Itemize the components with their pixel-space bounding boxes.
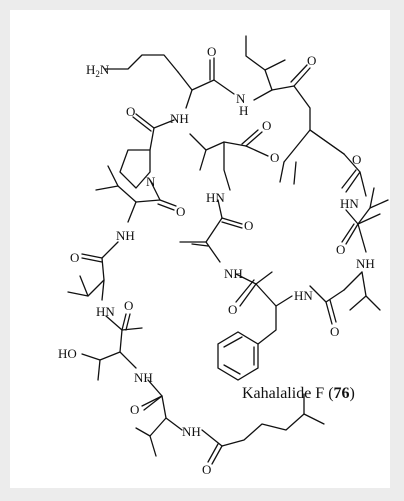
label-o-ester: O — [270, 150, 279, 165]
label-nh-val4: NH — [356, 256, 375, 271]
label-hn-ile2: HN — [340, 196, 359, 211]
compound-caption: Kahalalide F (76) — [242, 385, 355, 402]
kahalalide-f-structure: H2N O N H O NH O N O NH O HN O HO NH O N… — [58, 35, 389, 477]
phenyl-ring — [217, 331, 259, 381]
label-o-thr: O — [130, 402, 139, 417]
label-nh-val1: NH — [116, 228, 135, 243]
label-hn-phe: HN — [294, 288, 313, 303]
label-n-pro: N — [146, 174, 156, 189]
label-o-pro-carbonyl: O — [126, 104, 135, 119]
figure-panel: H2N O N H O NH O N O NH O HN O HO NH O N… — [10, 10, 390, 488]
label-o-phe: O — [330, 324, 339, 339]
label-nh-val3: NH — [182, 424, 201, 439]
label-h2n: H2N — [86, 62, 110, 79]
label-hn-val2: HN — [96, 304, 115, 319]
label-nh-orn: NH — [170, 111, 189, 126]
label-o-ester-carbonyl: O — [262, 118, 271, 133]
label-o-val2: O — [124, 298, 133, 313]
label-hn-inner-val: HN — [206, 190, 225, 205]
label-nh-thr: NH — [134, 370, 153, 385]
label-o-dhb: O — [228, 302, 237, 317]
label-o-acyl: O — [202, 462, 211, 477]
label-nh-dhb: NH — [224, 266, 243, 281]
atom-labels: H2N O N H O NH O N O NH O HN O HO NH O N… — [58, 44, 375, 477]
label-o-inner-val: O — [244, 218, 253, 233]
label-o-pro-amide: O — [176, 204, 185, 219]
label-n-ile: N — [236, 91, 246, 106]
label-o-ile2: O — [336, 242, 345, 257]
label-ho-thr: HO — [58, 346, 77, 361]
bond-skeleton — [67, 35, 389, 465]
label-o-right-carbonyl: O — [352, 152, 361, 167]
label-h-ile: H — [239, 103, 248, 118]
label-o-orn-carbonyl: O — [207, 44, 216, 59]
label-o-ketone: O — [307, 53, 316, 68]
label-o-val1: O — [70, 250, 79, 265]
